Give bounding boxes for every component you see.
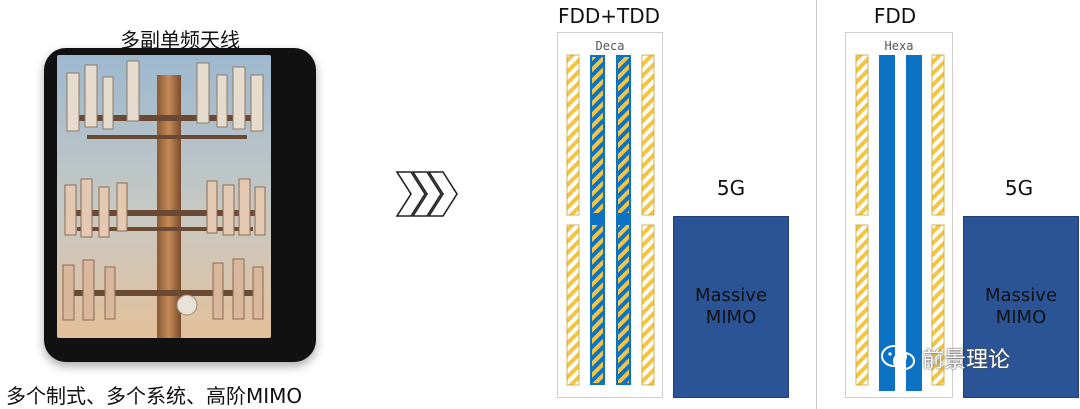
panel-divider bbox=[816, 0, 817, 409]
panel1-yellow-column bbox=[641, 54, 655, 216]
panel2-massive-mimo-box: Massive MIMO bbox=[963, 216, 1079, 398]
panel2-blue-column bbox=[879, 55, 895, 391]
panel2-antenna-columns bbox=[855, 54, 945, 391]
triple-chevron-arrow-icon bbox=[395, 171, 458, 217]
panel2-blue-column bbox=[906, 55, 922, 391]
tower-photo bbox=[57, 55, 271, 338]
panel1-yellow-column bbox=[566, 54, 580, 216]
tower-illustration bbox=[57, 55, 271, 338]
panel2-mimo-line1: Massive bbox=[984, 285, 1058, 306]
photo-caption: 多个制式、多个系统、高阶MIMO bbox=[6, 384, 303, 408]
panel1-mimo-line2: MIMO bbox=[705, 307, 757, 328]
panel1-massive-mimo-box: Massive MIMO bbox=[673, 216, 789, 398]
panel1-yellow-column bbox=[641, 224, 655, 386]
watermark-text: 前景理论 bbox=[922, 348, 1011, 373]
panel1-mimo-line1: Massive bbox=[694, 285, 768, 306]
panel2-5g-label: 5G bbox=[1004, 176, 1034, 200]
panel2-yellow-column bbox=[855, 54, 869, 216]
panel1-antenna-columns bbox=[566, 54, 655, 386]
panel2-mimo-line2: MIMO bbox=[995, 307, 1047, 328]
panel2-yellow-column bbox=[931, 54, 945, 216]
panel1-hatched-segment bbox=[592, 225, 603, 383]
panel1-5g-label: 5G bbox=[716, 176, 746, 200]
panel2-antenna-label: Hexa bbox=[884, 39, 914, 53]
panel1-hatched-segment bbox=[592, 57, 603, 213]
panel1-antenna-label: Deca bbox=[595, 39, 625, 53]
panel2-yellow-column bbox=[855, 224, 869, 386]
panel1-yellow-column bbox=[566, 224, 580, 386]
panel2-yellow-column bbox=[931, 224, 945, 386]
panel1-hatched-segment bbox=[618, 225, 629, 383]
watermark: 前景理论 bbox=[880, 342, 1010, 374]
panel2-title: FDD bbox=[873, 4, 917, 28]
wechat-icon bbox=[881, 345, 915, 370]
panel1-title: FDD+TDD bbox=[557, 4, 661, 28]
panel1-hatched-segment bbox=[618, 57, 629, 213]
panel2-antenna-box: Hexa bbox=[845, 32, 953, 398]
panel1-antenna-box: Deca bbox=[557, 32, 663, 398]
